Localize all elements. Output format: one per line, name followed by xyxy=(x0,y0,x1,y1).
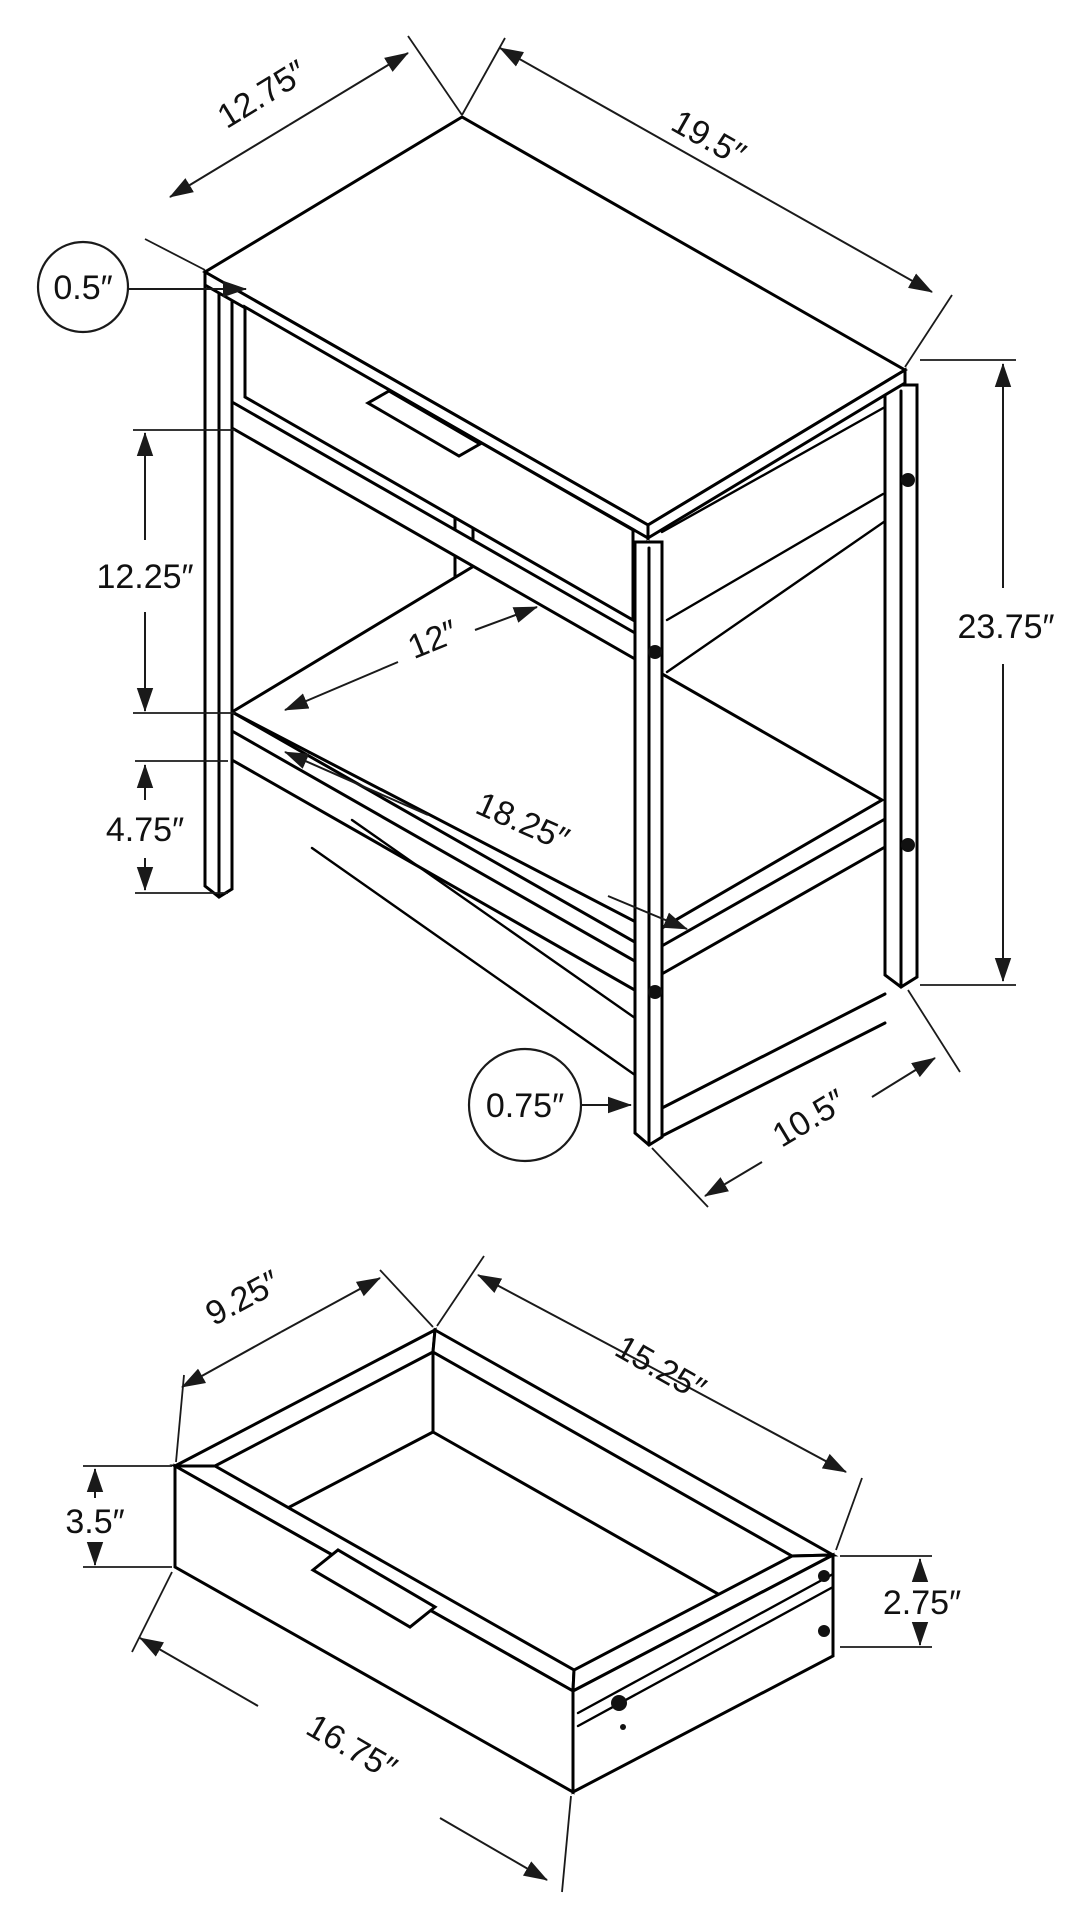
dim-drawer-front-width-label: 16.75″ xyxy=(300,1707,403,1788)
dim-top-thickness-label: 0.5″ xyxy=(53,269,112,307)
table-left-leg xyxy=(203,278,234,899)
drawer-rim-rear-left xyxy=(174,1327,437,1468)
dim-top-thickness-callout: 0.5″ xyxy=(36,240,247,334)
dim-total-height-label: 23.75″ xyxy=(957,608,1054,646)
drawer-slide-pin xyxy=(620,1724,626,1730)
tabletop xyxy=(202,115,908,541)
drawer-screw-right-lower xyxy=(818,1625,830,1637)
table-drawer-front xyxy=(243,304,635,623)
base-rail-top-edge xyxy=(660,992,887,1110)
assembled-table-view: 12.75″ 19.5″ 0.5″ 12.25″ 4.75″ xyxy=(36,35,1055,1208)
tabletop-front-right-edge xyxy=(646,367,907,541)
shelf-right-bottom-edge xyxy=(658,817,887,949)
right-apron-bottom-edge xyxy=(660,405,887,534)
dim-base-depth-label: 10.5″ xyxy=(766,1082,853,1155)
drawer-box-bottom-edge-2 xyxy=(665,506,906,674)
drawer-detail-view: 9.25″ 15.25″ 3.5″ 2.75″ xyxy=(65,1255,961,1893)
dim-drawer-front-height: 3.5″ xyxy=(65,1465,172,1568)
dim-top-width-label: 19.5″ xyxy=(665,103,752,175)
drawer-box-bottom-edge-1 xyxy=(665,492,885,622)
screw-right-leg-lower xyxy=(901,838,915,852)
table-right-leg xyxy=(883,383,919,989)
callout-bubble-top-thickness xyxy=(36,240,130,334)
dim-shelf-to-floor-label: 4.75″ xyxy=(106,811,184,849)
drawer-slide-screw xyxy=(611,1695,627,1711)
drawer-right-face xyxy=(571,1552,835,1795)
table-front-leg xyxy=(633,540,664,1147)
dim-top-depth-label: 12.75″ xyxy=(211,53,314,136)
shelf-rail-bottom-edge xyxy=(230,758,642,995)
dim-drawer-side-height-label: 2.75″ xyxy=(883,1584,961,1622)
shelf-front-top-edge xyxy=(230,710,642,947)
dim-leg-thickness-label: 0.75″ xyxy=(486,1087,564,1125)
drawer-handle-cutout xyxy=(364,389,484,458)
dim-total-height: 23.75″ xyxy=(920,359,1055,986)
drawer-screw-right-upper xyxy=(818,1570,830,1582)
screw-front-leg-upper xyxy=(648,645,662,659)
dim-drawer-width-label: 15.25″ xyxy=(609,1328,712,1409)
dim-shelf-to-floor: 4.75″ xyxy=(106,760,228,894)
dim-rail-to-shelf: 12.25″ xyxy=(96,429,235,714)
screw-front-leg-lower xyxy=(648,985,662,999)
lower-stretcher-2 xyxy=(310,846,637,1077)
base-rail-bottom-edge xyxy=(660,1021,887,1138)
drawer-slide-groove-1 xyxy=(576,1572,835,1715)
dim-drawer-front-height-label: 3.5″ xyxy=(65,1503,124,1541)
dim-drawer-side-height: 2.75″ xyxy=(840,1555,961,1648)
drawer-handle-cutout-detail xyxy=(310,1548,438,1629)
front-apron-rail xyxy=(230,399,637,662)
dim-base-depth: 10.5″ xyxy=(651,989,961,1208)
dim-leg-thickness-callout: 0.75″ xyxy=(467,1047,632,1163)
shelf-right-rail-edge xyxy=(658,845,887,977)
lower-stretcher-1 xyxy=(350,818,637,1020)
dim-drawer-width: 15.25″ xyxy=(436,1255,863,1551)
screw-right-leg-upper xyxy=(901,473,915,487)
dim-drawer-depth-label: 9.25″ xyxy=(199,1263,286,1333)
shelf-front-bottom-edge xyxy=(230,729,642,966)
dim-rail-to-shelf-label: 12.25″ xyxy=(96,558,193,596)
